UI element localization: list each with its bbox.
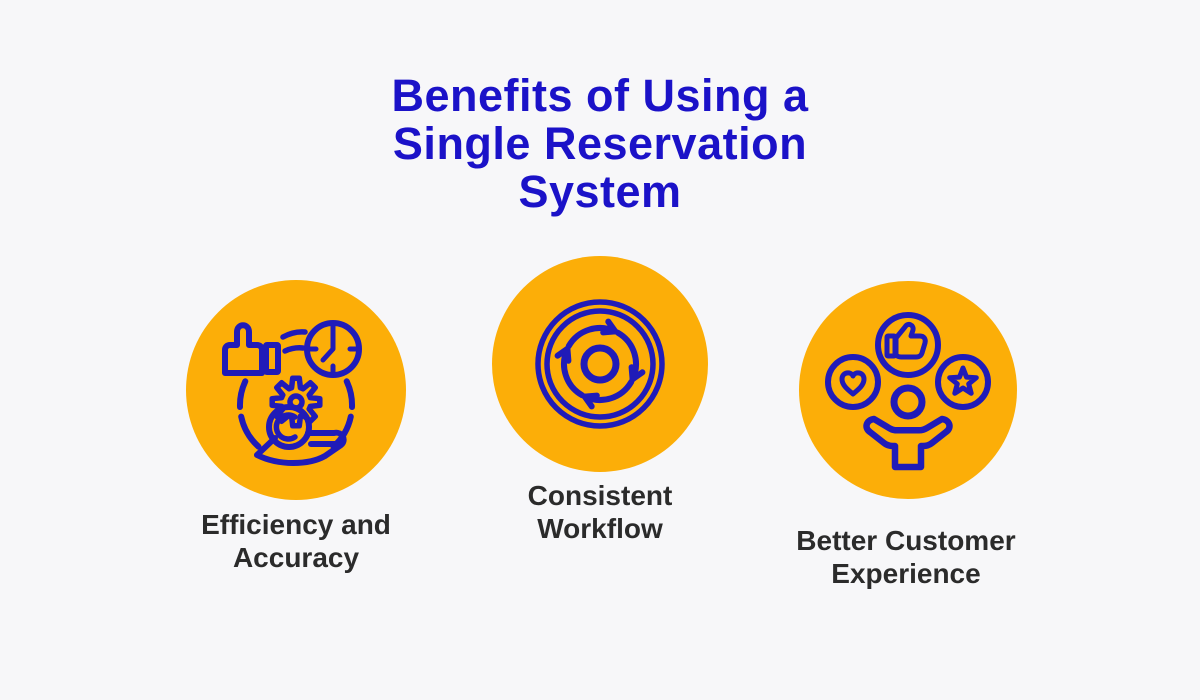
center-ring bbox=[580, 344, 620, 384]
heart-icon bbox=[839, 370, 867, 397]
motion-line-2 bbox=[282, 345, 306, 354]
star-icon bbox=[947, 365, 979, 396]
badge-thumbs-up-icon bbox=[893, 321, 928, 360]
coin-icon bbox=[266, 404, 312, 450]
benefit-circle-workflow bbox=[492, 256, 708, 472]
inner-ring bbox=[544, 308, 656, 420]
coin-inner-arc bbox=[273, 412, 298, 442]
motion-line-1 bbox=[280, 329, 308, 340]
heart-badge bbox=[825, 354, 881, 410]
person-body bbox=[863, 415, 953, 471]
page-title: Benefits of Using a Single Reservation S… bbox=[391, 70, 809, 217]
thumb-cuff bbox=[263, 342, 281, 375]
person-head bbox=[890, 384, 926, 420]
outer-ring bbox=[535, 299, 665, 429]
benefit-label-customer: Better Customer Experience bbox=[796, 525, 1016, 589]
thumbs-up-icon bbox=[222, 322, 265, 376]
customer-experience-icon bbox=[825, 312, 991, 471]
star-badge bbox=[935, 354, 991, 410]
clock-ticks bbox=[307, 323, 359, 375]
arc-left-upper bbox=[236, 378, 249, 410]
workflow-cycle-icon bbox=[535, 299, 665, 429]
clock-hands bbox=[320, 330, 336, 363]
hand-icon bbox=[254, 429, 347, 466]
thumbs-up-badge bbox=[875, 312, 941, 378]
benefit-label-workflow: Consistent Workflow bbox=[527, 480, 673, 544]
efficiency-icon bbox=[222, 320, 362, 466]
arc-right-upper bbox=[343, 378, 356, 410]
cycle-arrow bbox=[565, 318, 619, 349]
arc-left-lower bbox=[238, 413, 262, 450]
benefit-circle-efficiency bbox=[186, 280, 406, 500]
clock-icon bbox=[304, 320, 362, 378]
benefit-label-efficiency: Efficiency and Accuracy bbox=[201, 509, 391, 573]
benefit-circle-customer bbox=[799, 281, 1017, 499]
